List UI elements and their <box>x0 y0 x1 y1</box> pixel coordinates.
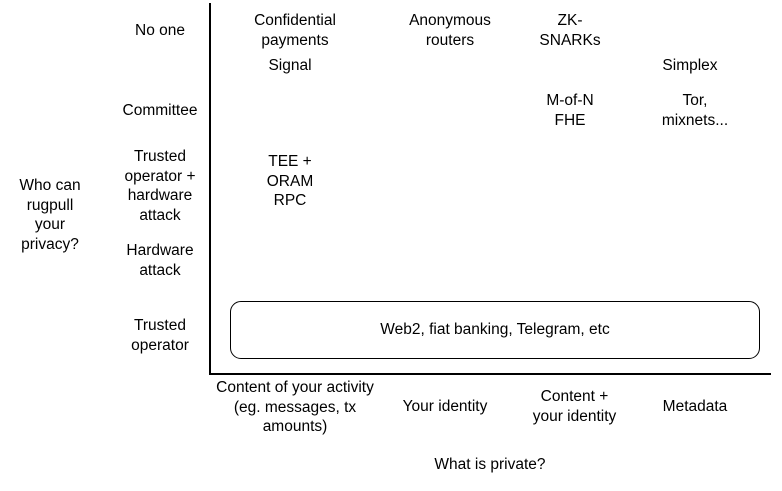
callout-box: Web2, fiat banking, Telegram, etc <box>230 301 760 359</box>
item-zk-snarks: ZK- SNARKs <box>539 12 601 49</box>
item-tee-oram-rpc: TEE + ORAM RPC <box>266 153 314 209</box>
x-category-content-plus-your-identity: Content + your identity <box>532 388 617 425</box>
y-axis-line <box>209 3 211 375</box>
x-category-content-of-your-activity: Content of your activity (eg. messages, … <box>216 379 374 435</box>
x-axis-title: What is private? <box>434 456 546 473</box>
item-anonymous-routers: Anonymous routers <box>409 12 491 49</box>
y-category-trusted-operator-hardware-attack: Trusted operator + hardware attack <box>124 148 196 224</box>
x-category-your-identity: Your identity <box>402 398 488 415</box>
item-simplex: Simplex <box>662 57 718 74</box>
y-axis-title: Who can rugpull your privacy? <box>19 177 81 253</box>
y-category-trusted-operator: Trusted operator <box>131 317 189 354</box>
x-category-metadata: Metadata <box>662 398 728 415</box>
item-confidential-payments: Confidential payments <box>254 12 336 49</box>
item-signal: Signal <box>268 57 312 74</box>
y-category-committee: Committee <box>122 102 198 119</box>
item-tor-mixnets: Tor, mixnets... <box>661 92 729 129</box>
x-axis-line <box>209 373 771 375</box>
y-category-no-one: No one <box>135 22 185 39</box>
callout-box-label: Web2, fiat banking, Telegram, etc <box>380 321 610 338</box>
y-category-hardware-attack: Hardware attack <box>126 242 194 279</box>
item-m-of-n-fhe: M-of-N FHE <box>546 92 594 129</box>
